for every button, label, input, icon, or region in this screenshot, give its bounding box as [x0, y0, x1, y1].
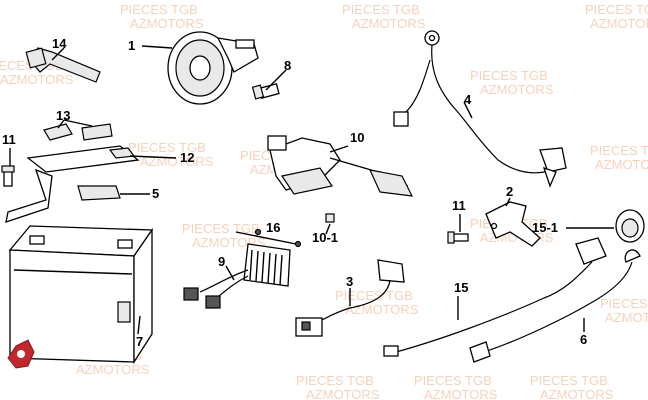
svg-text:AZMOTORS: AZMOTORS [595, 157, 648, 172]
svg-text:PIECES TGB: PIECES TGB [120, 2, 198, 17]
watermark-14: PIECES TGB AZMOTORS [296, 373, 380, 400]
part-8-screw [251, 83, 280, 100]
svg-text:AZMOTORS: AZMOTORS [590, 16, 648, 31]
part-4-ground-cable [393, 30, 567, 188]
part-9-regulator [183, 243, 291, 309]
azmotors-logo [7, 339, 35, 369]
callout-1: 1 [128, 38, 135, 53]
part-14-strap [25, 47, 101, 83]
callout-5: 5 [152, 186, 159, 201]
part-12-tray [5, 145, 140, 223]
svg-text:AZMOTORS: AZMOTORS [306, 387, 380, 400]
watermark-8: PIECES TGB AZMOTORS [590, 143, 648, 172]
svg-text:AZMOTORS: AZMOTORS [605, 310, 648, 325]
part-11-bolt-right [447, 231, 469, 244]
callout-15: 15 [454, 280, 468, 295]
watermark-2: PIECES TGB AZMOTORS [342, 2, 426, 31]
watermark-3: PIECES TGB AZMOTORS [585, 2, 648, 31]
part-7-battery [8, 225, 154, 365]
part-10-1-clip [325, 213, 335, 223]
part-10-relay [267, 135, 414, 197]
svg-text:AZMOTORS: AZMOTORS [424, 387, 498, 400]
watermark-1: PIECES TGB AZMOTORS [120, 2, 204, 31]
callout-labels: 14 1 8 4 13 11 10 12 5 2 11 15-1 16 10-1… [2, 36, 587, 349]
callout-10: 10 [350, 130, 364, 145]
svg-text:PIECES TGB: PIECES TGB [530, 373, 608, 388]
callout-14: 14 [52, 36, 67, 51]
svg-text:AZMOTORS: AZMOTORS [345, 302, 419, 317]
part-6-cable [469, 249, 641, 363]
watermark-5: PIECES TGB AZMOTORS [470, 68, 554, 97]
callout-16: 16 [266, 220, 280, 235]
watermark-6: PIECES TGB AZMOTORS [128, 140, 214, 169]
svg-text:PIECES TGB: PIECES TGB [414, 373, 492, 388]
part-15-cable [383, 237, 607, 357]
watermark-16: PIECES TGB AZMOTORS [530, 373, 614, 400]
svg-text:AZMOTORS: AZMOTORS [540, 387, 614, 400]
callout-9: 9 [218, 254, 225, 269]
part-13-pads [43, 123, 113, 141]
callout-11-left: 11 [2, 132, 16, 147]
svg-text:PIECES TGB: PIECES TGB [600, 296, 648, 311]
callout-12: 12 [180, 150, 194, 165]
svg-text:PIECES TGB: PIECES TGB [590, 143, 648, 158]
watermark-11: PIECES TGB AZMOTORS [335, 288, 419, 317]
callout-15-1: 15-1 [532, 220, 558, 235]
svg-text:AZMOTORS: AZMOTORS [352, 16, 426, 31]
callout-4: 4 [464, 92, 472, 107]
svg-text:AZMOTORS: AZMOTORS [0, 72, 74, 87]
part-1-horn [167, 31, 259, 105]
part-5-pad [77, 185, 121, 201]
svg-text:PIECES TGB: PIECES TGB [335, 288, 413, 303]
callout-10-1: 10-1 [312, 230, 338, 245]
svg-text:PIECES TGB: PIECES TGB [128, 140, 206, 155]
watermark-15: PIECES TGB AZMOTORS [414, 373, 498, 400]
svg-text:PIECES TGB: PIECES TGB [470, 68, 548, 83]
part-15-1-cap [615, 209, 645, 243]
svg-text:AZMOTORS: AZMOTORS [130, 16, 204, 31]
svg-text:PIECES TGB: PIECES TGB [585, 2, 648, 17]
callout-13: 13 [56, 108, 70, 123]
callout-7: 7 [136, 334, 143, 349]
callout-6: 6 [580, 332, 587, 347]
leader-lines [9, 45, 614, 335]
watermark-12: PIECES TGB AZMOTORS [600, 296, 648, 325]
callout-2: 2 [506, 184, 513, 199]
svg-text:AZMOTORS: AZMOTORS [76, 362, 150, 377]
svg-text:PIECES TGB: PIECES TGB [296, 373, 374, 388]
callout-11-right: 11 [452, 198, 466, 213]
svg-text:AZMOTORS: AZMOTORS [480, 82, 554, 97]
part-2-bracket [485, 201, 541, 247]
callout-8: 8 [284, 58, 291, 73]
svg-text:PIECES TGB: PIECES TGB [342, 2, 420, 17]
callout-3: 3 [346, 274, 353, 289]
part-11-bolt-left [1, 165, 15, 187]
part-3-cable [295, 259, 405, 337]
